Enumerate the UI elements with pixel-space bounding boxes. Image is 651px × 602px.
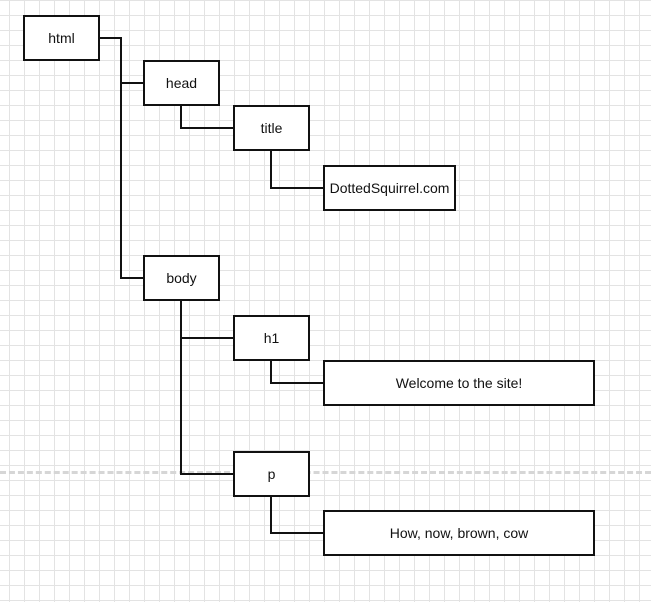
edge-head-title [180, 106, 233, 129]
node-head[interactable]: head [143, 60, 220, 106]
node-p-text[interactable]: How, now, brown, cow [323, 510, 595, 556]
node-label: h1 [263, 330, 280, 346]
node-h1-text[interactable]: Welcome to the site! [323, 360, 595, 406]
page-break-line [0, 471, 651, 474]
node-label: head [165, 75, 198, 91]
edge-html-body [120, 83, 143, 279]
node-label: html [48, 30, 75, 46]
edge-h1-text [270, 361, 323, 384]
node-label: How, now, brown, cow [389, 525, 529, 541]
edge-body-h1 [180, 301, 233, 339]
node-label: body [166, 270, 197, 286]
node-label: title [260, 120, 283, 136]
node-h1[interactable]: h1 [233, 315, 310, 361]
node-p[interactable]: p [233, 451, 310, 497]
node-label: DottedSquirrel.com [329, 180, 450, 196]
edge-html-head [100, 37, 143, 84]
node-label: Welcome to the site! [395, 375, 523, 391]
node-html[interactable]: html [23, 15, 100, 61]
edge-title-text [270, 151, 323, 189]
edge-body-p [180, 338, 233, 475]
edge-p-text [270, 497, 323, 534]
node-title[interactable]: title [233, 105, 310, 151]
node-body[interactable]: body [143, 255, 220, 301]
node-label: p [267, 466, 276, 482]
node-title-text[interactable]: DottedSquirrel.com [323, 165, 456, 211]
